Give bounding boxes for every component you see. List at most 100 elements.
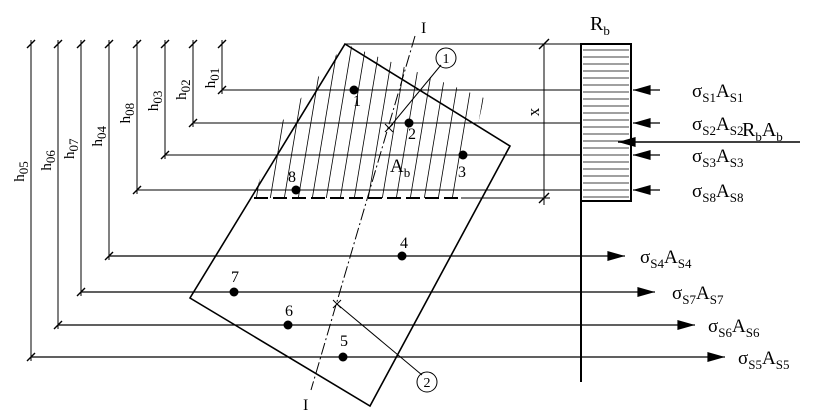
hatch-line (423, 44, 451, 198)
bar-2-dot (404, 118, 414, 128)
axis-cross-mark-2 (332, 299, 342, 309)
bar-5-depth-main: h (12, 174, 28, 182)
bar-4-force-label: σS4AS4 (640, 247, 692, 271)
bar-7-depth-label: h07 (62, 138, 81, 159)
bar-4-dimension-tick-bottom (104, 251, 114, 261)
bar-6-depth-main: h (39, 163, 55, 171)
bar-3-force-sigma: σ (692, 146, 702, 167)
bar-3-force-label: σS3AS3 (692, 146, 743, 170)
hatch-line (339, 44, 367, 198)
bar-3-dimension-tick-top (160, 39, 170, 49)
stress-block-lines (583, 49, 629, 198)
x-dimension-label: x (524, 107, 543, 116)
hatch-line (311, 44, 339, 198)
bar-2-force-sigma: σ (692, 114, 702, 135)
bar-7-depth-main: h (62, 151, 78, 159)
bar-6-depth-label: h06 (39, 150, 58, 171)
stress-block (580, 43, 632, 202)
bar-4-depth-sub: 04 (94, 125, 109, 139)
bar-1-dot (349, 85, 359, 95)
bar-1-depth-sub: 01 (207, 68, 222, 81)
bar-2-force-area-sub: S2 (730, 123, 744, 138)
marker-1-leader (388, 64, 442, 129)
bar-5-number: 5 (340, 333, 348, 350)
bar-4-dot (397, 251, 407, 261)
compression-area-label: Ab (390, 156, 410, 180)
bar-1-depth-label: h01 (203, 68, 222, 89)
bar-3-depth-sub: 03 (150, 91, 165, 104)
bar-2-force-area: A (716, 114, 730, 135)
section-axis-label-top: I (421, 20, 426, 37)
hatch-line (254, 44, 255, 198)
bar-8-depth-sub: 08 (122, 103, 137, 116)
bar-7-depth-sub: 07 (66, 138, 81, 152)
bar-8-force-label: σS8AS8 (692, 181, 743, 205)
bar-5-dimension-tick-top (26, 39, 36, 49)
bar-7-force-label: σS7AS7 (672, 283, 724, 307)
bar-8-number: 8 (288, 169, 296, 186)
bar-3-force-area: A (716, 146, 730, 167)
bar-8-force-area-sub: S8 (730, 190, 744, 205)
bar-6-dimension-tick-bottom (53, 320, 63, 330)
bar-8-dot (291, 185, 301, 195)
bar-3-force-area-sub: S3 (730, 155, 744, 170)
bar-1-force-sigma-sub: S1 (702, 90, 716, 105)
hatch-line (381, 44, 409, 198)
bar-5-force-sigma-sub: S5 (748, 357, 762, 372)
x-dimension-tick-top (538, 38, 550, 50)
bar-6-force-area-sub: S6 (746, 325, 760, 340)
bar-3-force-sigma-sub: S3 (702, 155, 716, 170)
resultant-force-label: RbAb (742, 119, 783, 144)
bar-2-number: 2 (408, 126, 416, 143)
bar-8-dimension-tick-bottom (132, 185, 142, 195)
reinforcement-bars: 1h01σS1AS12h02σS2AS23h03σS3AS38h08σS8AS8… (12, 39, 789, 372)
bar-2-force-label: σS2AS2 (692, 114, 743, 138)
bar-3-depth-main: h (146, 103, 162, 111)
bar-4-force-area-sub: S4 (678, 256, 692, 271)
bar-5-force-area: A (762, 348, 776, 369)
marker-2-leader (336, 303, 423, 376)
bar-5-dimension-tick-bottom (26, 352, 36, 362)
bar-8-depth-main: h (118, 115, 134, 123)
bar-7-force-area: A (696, 283, 710, 304)
bar-2-depth-label: h02 (174, 79, 193, 100)
bar-6-force-area: A (732, 316, 746, 337)
bar-7-number: 7 (231, 269, 239, 286)
cross-section-outline (188, 42, 512, 408)
bar-3-dot (458, 150, 468, 160)
bar-4-depth-label: h04 (90, 125, 109, 146)
bar-1-force-area-sub: S1 (730, 90, 744, 105)
bar-7-dot (229, 287, 239, 297)
bar-6-force-sigma-sub: S6 (718, 325, 732, 340)
hatch-line (325, 44, 353, 198)
bar-5-depth-label: h05 (12, 161, 31, 182)
bar-8-depth-label: h08 (118, 103, 137, 124)
bar-1-dimension-tick-bottom (217, 85, 227, 95)
bar-2-depth-main: h (174, 92, 190, 100)
marker-2-circle (416, 371, 438, 393)
bar-8-force-sigma-sub: S8 (702, 190, 716, 205)
stress-block-label: Rb (590, 13, 610, 38)
bar-7-force-area-sub: S7 (710, 292, 724, 307)
marker-1-circle (435, 47, 457, 69)
bar-7-dimension-tick-top (76, 39, 86, 49)
bar-5-force-label: σS5AS5 (738, 348, 789, 372)
section-axis-label-bottom: I (303, 397, 308, 414)
bar-6-dimension-tick-top (53, 39, 63, 49)
hatch-line (214, 44, 240, 200)
hatch-line (297, 44, 325, 198)
bar-1-force-label: σS1AS1 (692, 81, 743, 105)
bar-7-force-sigma-sub: S7 (682, 292, 696, 307)
marker-2-label: 2 (424, 376, 431, 391)
bar-4-force-area: A (664, 247, 678, 268)
hatch-line (367, 44, 395, 198)
bar-4-number: 4 (400, 235, 408, 252)
hatch-line (255, 44, 283, 198)
bar-4-force-sigma: σ (640, 247, 650, 268)
bar-5-force-area-sub: S5 (776, 357, 790, 372)
bar-6-force-sigma: σ (708, 316, 718, 337)
bar-6-number: 6 (285, 303, 293, 320)
section-axis-line (310, 35, 416, 391)
bar-6-force-label: σS6AS6 (708, 316, 760, 340)
bar-5-depth-sub: 05 (16, 161, 31, 174)
